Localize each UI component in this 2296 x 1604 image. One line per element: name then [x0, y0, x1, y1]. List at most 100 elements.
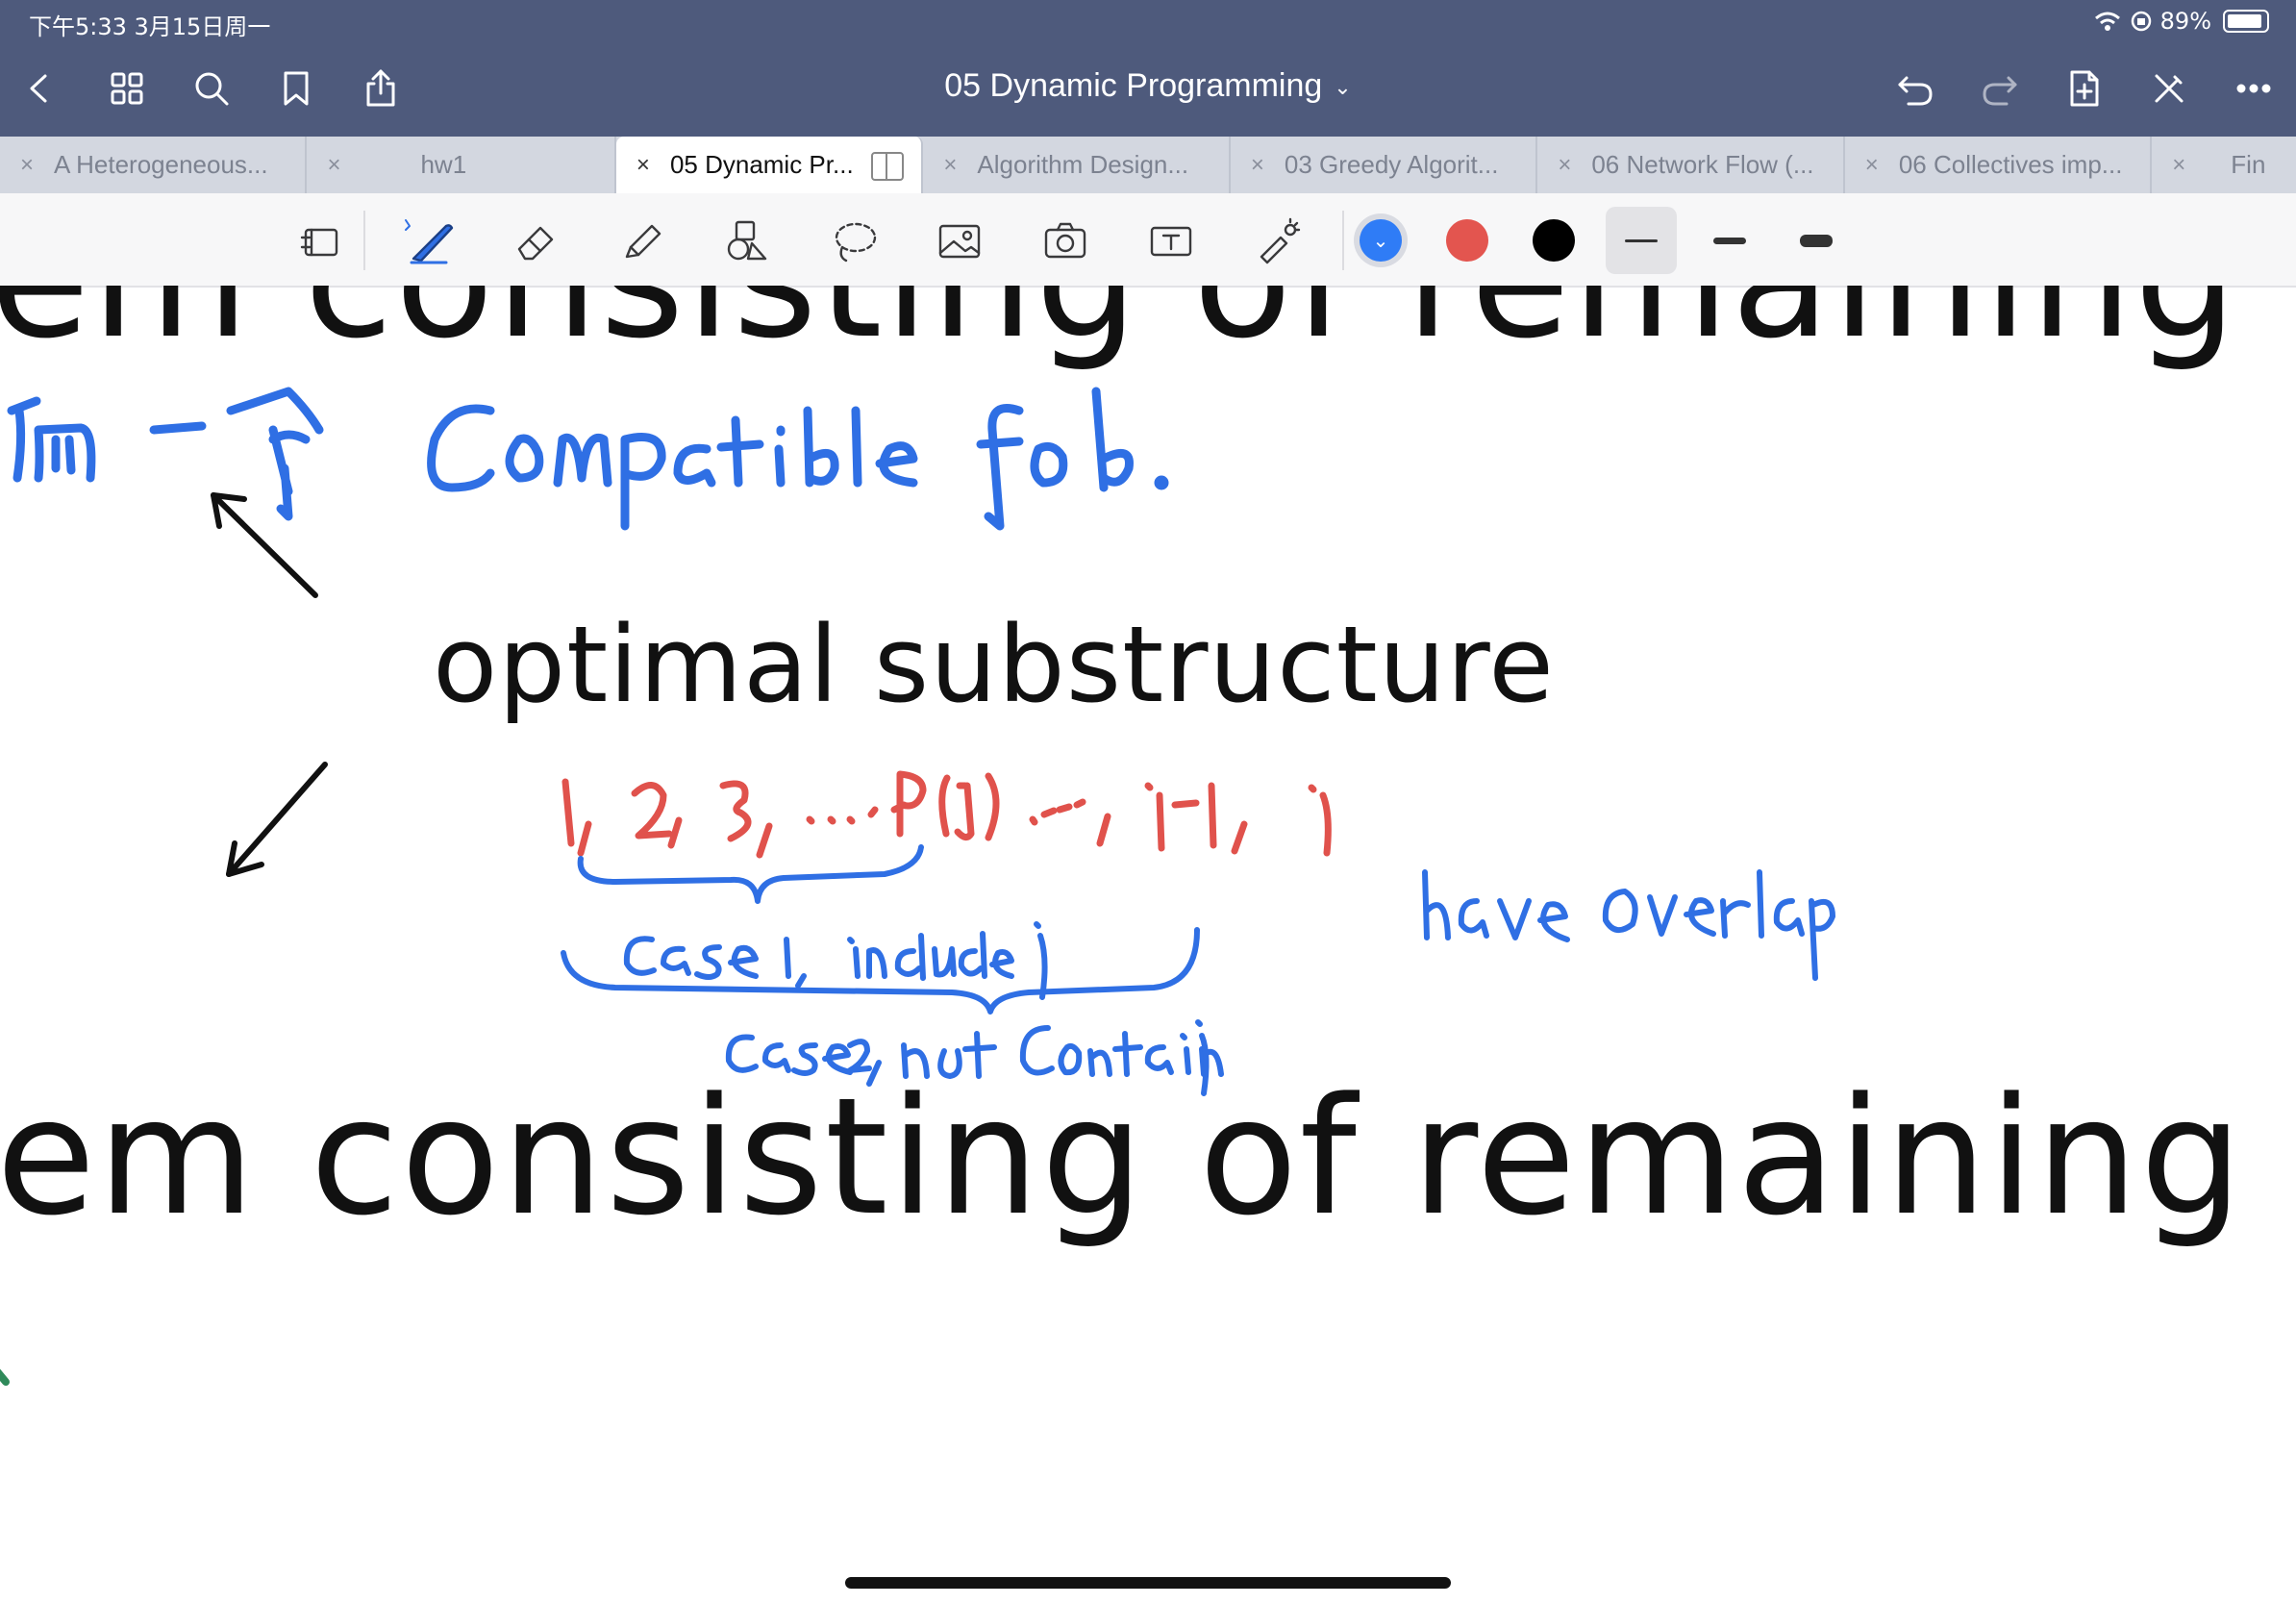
color-swatch-black[interactable] — [1533, 219, 1575, 262]
shapes-icon — [727, 220, 767, 261]
tab-bar: × A Heterogeneous... × hw1 × 05 Dynamic … — [0, 137, 2296, 193]
thumbnails-button[interactable] — [102, 63, 152, 113]
tab-fin[interactable]: × Fin — [2152, 137, 2296, 193]
orientation-lock-icon — [2131, 11, 2151, 32]
close-icon[interactable]: × — [943, 151, 958, 178]
undo-icon — [1898, 76, 1933, 106]
red-sequence — [562, 770, 1332, 859]
hide-toolbar-button[interactable] — [2144, 63, 2194, 113]
color-swatch-blue[interactable]: ⌄ — [1360, 219, 1402, 262]
tool-bar: ⌄ — [0, 193, 2296, 288]
shapes-tool-button[interactable] — [717, 213, 779, 270]
lasso-icon — [835, 222, 877, 263]
blue-annotations — [561, 844, 1835, 1096]
read-mode-icon — [300, 228, 338, 257]
slide-text-top: em consisting of remaining — [0, 286, 2238, 374]
close-icon[interactable]: × — [1558, 151, 1572, 178]
toolbar-divider — [1342, 211, 1344, 270]
pen-tool-button[interactable] — [394, 213, 467, 270]
tab-a-heterogeneous[interactable]: × A Heterogeneous... — [0, 137, 308, 193]
home-indicator[interactable] — [845, 1577, 1451, 1589]
document-title-button[interactable]: 05 Dynamic Programming ⌄ — [0, 67, 2296, 105]
color-swatch-red[interactable] — [1446, 219, 1488, 262]
status-time: 下午5:33 3月15日周一 — [29, 13, 271, 40]
close-icon[interactable]: × — [1864, 151, 1879, 178]
tab-06-network-flow[interactable]: × 06 Network Flow (... — [1537, 137, 1845, 193]
case-1-label — [623, 921, 1048, 1000]
chevron-left-icon — [30, 74, 47, 103]
tab-06-collectives[interactable]: × 06 Collectives imp... — [1845, 137, 2153, 193]
tab-label: hw1 — [420, 150, 467, 179]
close-icon[interactable]: × — [327, 151, 341, 178]
arrow-up-left — [211, 492, 318, 598]
green-ink-mark — [0, 1368, 10, 1386]
add-page-icon — [2070, 70, 2099, 107]
lasso-tool-button[interactable] — [823, 213, 885, 270]
split-view-icon[interactable] — [871, 152, 905, 181]
camera-tool-button[interactable] — [1035, 213, 1096, 270]
case-2-label — [725, 1019, 1224, 1096]
tab-03-greedy-algorithms[interactable]: × 03 Greedy Algorit... — [1231, 137, 1538, 193]
highlighter-icon — [625, 224, 661, 259]
status-indicators: 89% — [2093, 8, 2269, 35]
note-canvas[interactable]: em consisting of remaining optimal subst… — [0, 286, 2296, 1604]
laser-pointer-icon — [1260, 217, 1301, 264]
close-icon[interactable]: × — [19, 151, 34, 178]
tab-label: 06 Network Flow (... — [1591, 150, 1814, 179]
text-tool-button[interactable] — [1140, 213, 1202, 270]
wifi-icon — [2094, 12, 2120, 31]
battery-percent: 89% — [2159, 8, 2211, 35]
image-icon — [938, 224, 981, 259]
battery-icon — [2223, 10, 2269, 33]
share-button[interactable] — [356, 63, 406, 113]
stroke-width-thin[interactable] — [1606, 207, 1677, 274]
share-icon — [366, 69, 395, 107]
image-tool-button[interactable] — [929, 213, 990, 270]
grid-icon — [111, 72, 143, 105]
camera-icon — [1044, 222, 1086, 259]
tab-hw1[interactable]: × hw1 — [307, 137, 616, 193]
add-page-button[interactable] — [2059, 63, 2109, 113]
back-button[interactable] — [15, 63, 65, 113]
chevron-down-icon: ⌄ — [1334, 75, 1352, 100]
text-icon — [1150, 226, 1192, 257]
laser-pointer-tool-button[interactable] — [1246, 213, 1308, 270]
tab-label: A Heterogeneous... — [54, 150, 268, 179]
tab-label: 05 Dynamic Pr... — [669, 150, 854, 179]
eraser-icon — [517, 226, 554, 261]
search-icon — [195, 72, 229, 106]
close-icon[interactable]: × — [1250, 151, 1264, 178]
close-icon[interactable]: × — [636, 151, 650, 178]
stroke-width-thick[interactable] — [1781, 207, 1852, 274]
more-button[interactable] — [2229, 63, 2279, 113]
bookmark-icon — [284, 71, 309, 106]
close-icon[interactable]: × — [2172, 151, 2186, 178]
more-icon — [2236, 84, 2271, 93]
bookmark-button[interactable] — [271, 63, 321, 113]
slide-text-optimal-substructure: optimal substructure — [433, 603, 1555, 726]
tab-label: 03 Greedy Algorit... — [1284, 150, 1499, 179]
eraser-tool-button[interactable] — [506, 213, 567, 270]
tab-algorithm-design[interactable]: × Algorithm Design... — [923, 137, 1231, 193]
toolbar-divider — [363, 211, 365, 270]
slide-text-bottom: em consisting of remaining — [0, 1063, 2245, 1251]
stroke-width-medium[interactable] — [1694, 207, 1765, 274]
pen-off-icon — [2155, 74, 2184, 103]
selected-check-icon: ⌄ — [1372, 229, 1389, 252]
have-overlap-label — [1422, 869, 1835, 981]
tab-label: Fin — [2231, 150, 2266, 179]
tab-label: 06 Collectives imp... — [1898, 150, 2123, 179]
pen-icon — [405, 219, 454, 264]
document-title: 05 Dynamic Programming — [944, 67, 1323, 104]
tab-label: Algorithm Design... — [977, 150, 1189, 179]
highlighter-tool-button[interactable] — [611, 213, 673, 270]
app-header: 下午5:33 3月15日周一 89% 05 Dynamic Programmin… — [0, 0, 2296, 137]
search-button[interactable] — [187, 63, 237, 113]
undo-button[interactable] — [1890, 63, 1940, 113]
tab-05-dynamic-programming[interactable]: × 05 Dynamic Pr... — [615, 137, 924, 193]
blue-note-compatible-job — [7, 387, 1169, 531]
arrow-down-left — [226, 762, 328, 877]
redo-button[interactable] — [1975, 63, 2025, 113]
redo-icon — [1983, 76, 2017, 106]
read-mode-button[interactable] — [290, 213, 352, 270]
